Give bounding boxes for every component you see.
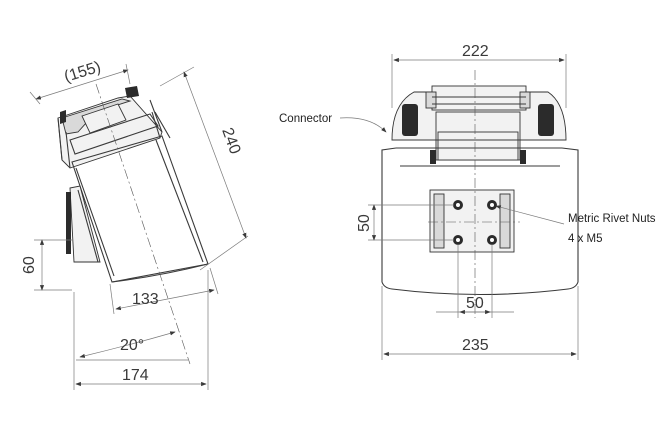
dim-side-length-label: 240 — [218, 126, 243, 157]
dim-side-bottom-width-label: 133 — [132, 291, 159, 308]
front-view-body — [381, 147, 579, 296]
callout-connector: Connector — [279, 113, 387, 133]
dim-front-overall-width-label: 235 — [462, 337, 489, 354]
dim-front-hole-horizontal-label: 50 — [466, 295, 484, 312]
side-view-head — [57, 86, 171, 169]
dim-front-hole-vertical: 50 — [356, 204, 454, 241]
dim-side-angle-label: 20° — [120, 337, 144, 354]
front-view: 222 50 50 235 Connector — [279, 43, 656, 360]
dim-side-mount-height: 60 — [21, 239, 72, 291]
front-view-connector — [391, 85, 567, 164]
side-view: (155) 240 60 133 20° — [21, 59, 249, 390]
dim-side-angle: 20° — [76, 331, 188, 361]
dim-front-hole-horizontal: 50 — [436, 244, 514, 318]
dim-side-top-width-label: (155) — [62, 59, 103, 86]
callout-connector-label: Connector — [279, 113, 332, 125]
side-view-centerline — [95, 83, 191, 365]
dim-front-top-width-label: 222 — [462, 43, 489, 60]
dim-front-overall-width: 235 — [381, 286, 579, 360]
dim-side-overall-width-label: 174 — [122, 367, 149, 384]
dim-side-bottom-width: 133 — [109, 267, 219, 315]
dim-front-top-width: 222 — [391, 43, 567, 108]
dim-side-mount-height-label: 60 — [21, 256, 38, 274]
callout-rivet-nuts-line1: Metric Rivet Nuts — [568, 213, 656, 225]
dim-side-overall-width: 174 — [73, 270, 209, 390]
rivet-nuts — [453, 200, 497, 245]
dim-front-hole-vertical-label: 50 — [356, 214, 373, 232]
callout-rivet-nuts: Metric Rivet Nuts 4 x M5 — [495, 205, 656, 245]
side-view-mount-plate — [66, 185, 101, 263]
callout-rivet-nuts-line2: 4 x M5 — [568, 233, 603, 245]
front-view-mount-plate — [429, 189, 515, 253]
dim-side-top-width: (155) — [29, 59, 131, 105]
